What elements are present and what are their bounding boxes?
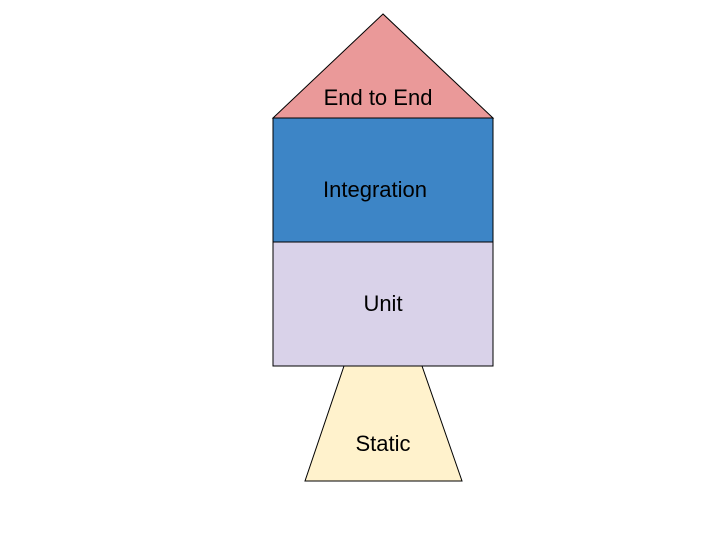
- end-to-end-layer-shape: [271, 13, 495, 119]
- unit-layer-shape: [272, 241, 494, 367]
- integration-label: Integration: [323, 177, 427, 202]
- end-to-end-label: End to End: [324, 85, 433, 110]
- static-label: Static: [355, 431, 410, 456]
- static-layer-shape: [304, 365, 463, 482]
- integration-layer-shape: [272, 117, 494, 243]
- unit-label: Unit: [363, 291, 402, 316]
